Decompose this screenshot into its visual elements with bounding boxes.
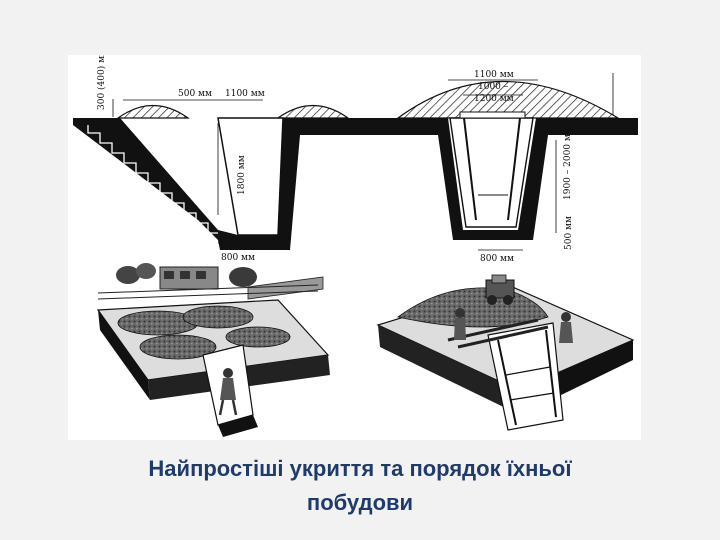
dim-bottom-right: 800 мм xyxy=(480,254,514,264)
dim-bottom-clearance: 500 мм xyxy=(564,216,574,250)
dim-top-left-width: 500 мм xyxy=(178,89,212,99)
dim-top-right-width: 1100 мм xyxy=(225,89,265,99)
dim-frame-width-2: 1200 мм xyxy=(474,94,514,104)
shelter-illustration: 500 мм 1100 мм 1800 мм 300 (400) мм 800 … xyxy=(68,55,641,440)
trench-section-left xyxy=(73,99,368,250)
dim-frame-width: 1000 – xyxy=(478,82,509,92)
shelter-construction-illustration xyxy=(376,274,635,431)
dim-cover-width: 1100 мм xyxy=(474,70,514,80)
slide-caption: Найпростіші укриття та порядок їхньої по… xyxy=(0,452,720,520)
dim-cover-height: 300 (400) мм xyxy=(96,55,107,110)
caption-line-1: Найпростіші укриття та порядок їхньої xyxy=(148,456,572,481)
caption-line-2: побудови xyxy=(306,490,414,515)
dim-depth-left: 1800 мм xyxy=(237,155,247,195)
trench-construction-illustration xyxy=(96,263,330,437)
dim-bottom-left: 800 мм xyxy=(221,253,255,263)
dim-depth-right: 1900 – 2000 мм xyxy=(563,127,573,200)
shelter-section-right xyxy=(363,73,638,251)
